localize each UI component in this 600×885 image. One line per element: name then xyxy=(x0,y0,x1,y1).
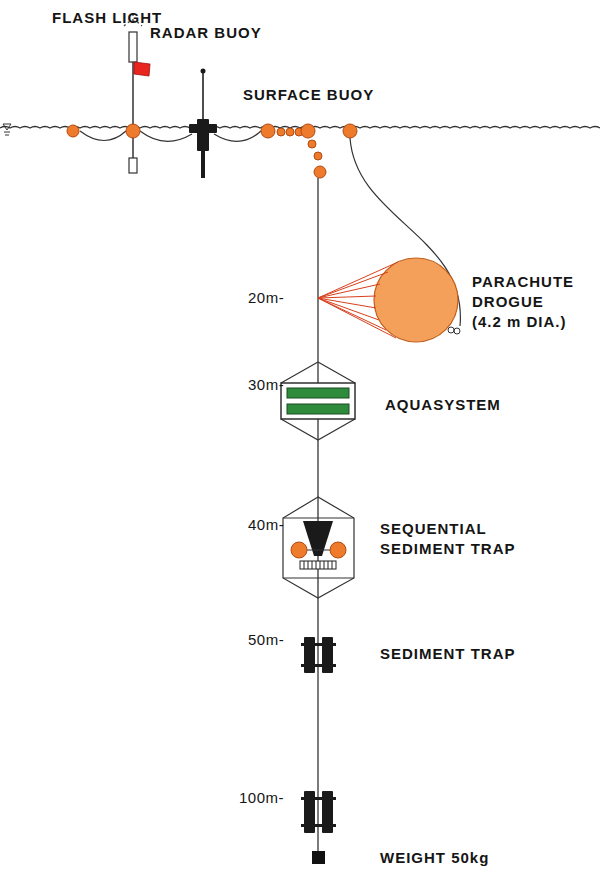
label-line: (4.2 m DIA.) xyxy=(472,312,574,332)
parachute-drogue xyxy=(318,258,460,342)
part-label: AQUASYSTEM xyxy=(385,395,501,415)
water-level-sign xyxy=(3,124,11,135)
weight xyxy=(312,851,325,864)
depth-label: 30m- xyxy=(248,375,284,395)
grid-bar xyxy=(332,561,333,569)
flash-light-buoy xyxy=(124,14,150,173)
sediment-trap-50m xyxy=(301,637,336,673)
label-line: PARACHUTE xyxy=(472,272,574,292)
surface-floats xyxy=(67,124,357,178)
grid-bar xyxy=(320,561,321,569)
grid-bar xyxy=(328,561,329,569)
label-line: DROGUE xyxy=(472,292,574,312)
label-line: SEQUENTIAL xyxy=(380,519,516,539)
depth-label: 100m- xyxy=(239,788,284,808)
part-label: SEDIMENT TRAP xyxy=(380,644,516,664)
grid-bar xyxy=(312,561,313,569)
part-label: WEIGHT 50kg xyxy=(380,848,489,868)
part-label: FLASH LIGHT xyxy=(52,8,162,28)
radar-buoy xyxy=(189,69,217,179)
sequential-sediment-trap xyxy=(283,497,354,598)
grid-bar xyxy=(304,561,305,569)
part-label: RADAR BUOY xyxy=(150,23,262,43)
sediment-trap-100m xyxy=(301,791,336,833)
grid-bar xyxy=(316,561,317,569)
label-line: SEDIMENT TRAP xyxy=(380,539,516,559)
part-label: SURFACE BUOY xyxy=(243,85,374,105)
aquasystem xyxy=(281,362,355,440)
depth-label: 40m- xyxy=(248,515,284,535)
part-label: PARACHUTE DROGUE (4.2 m DIA.) xyxy=(472,272,574,332)
depth-label: 50m- xyxy=(248,630,284,650)
main-line xyxy=(317,178,318,852)
grid-bar xyxy=(324,561,325,569)
part-label: SEQUENTIAL SEDIMENT TRAP xyxy=(380,519,516,559)
grid-bar xyxy=(308,561,309,569)
depth-label: 20m- xyxy=(248,288,284,308)
